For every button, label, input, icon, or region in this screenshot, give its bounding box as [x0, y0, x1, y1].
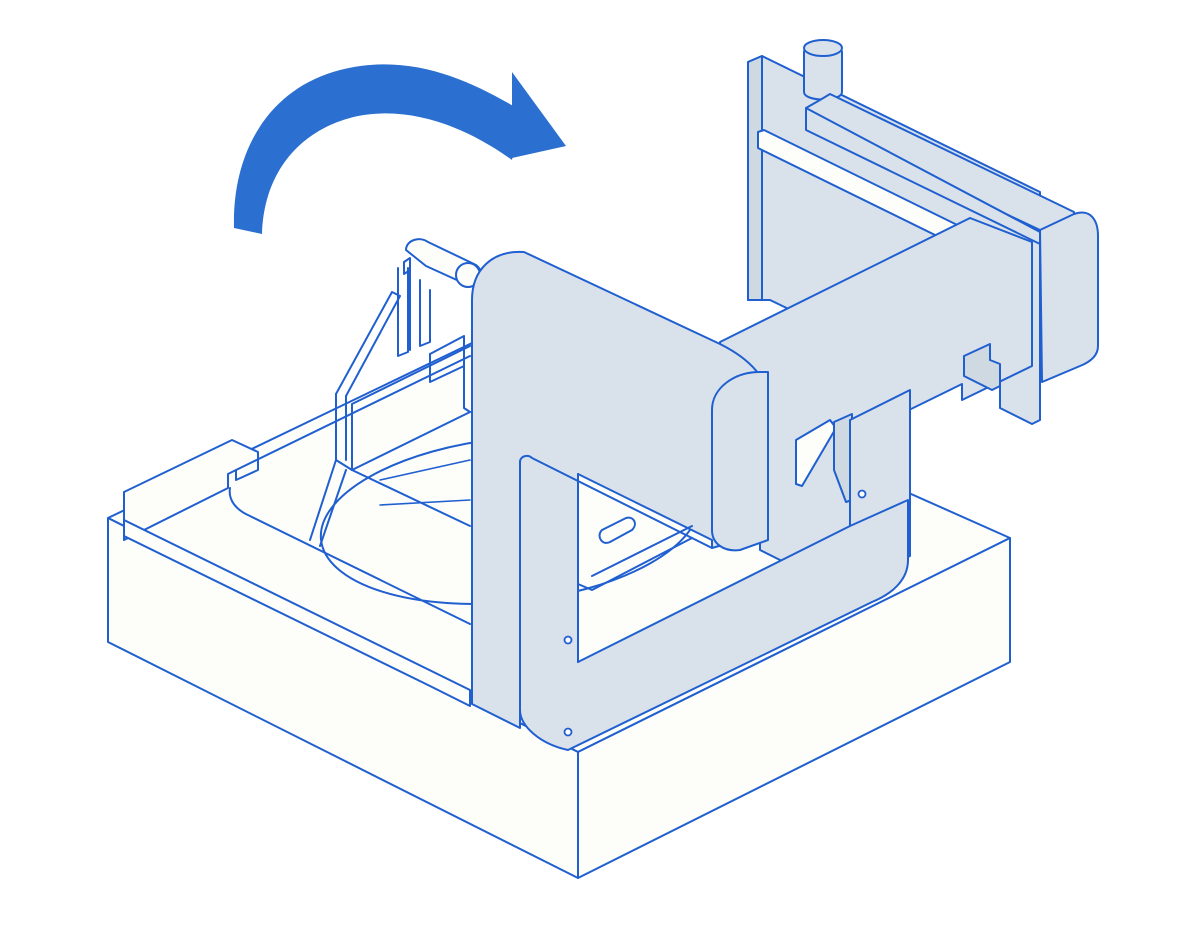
rotate-clockwise-arrow-icon	[233, 64, 566, 234]
front-frame	[471, 250, 909, 751]
top-crossbar	[805, 93, 1099, 383]
connector-arm	[719, 217, 1033, 571]
